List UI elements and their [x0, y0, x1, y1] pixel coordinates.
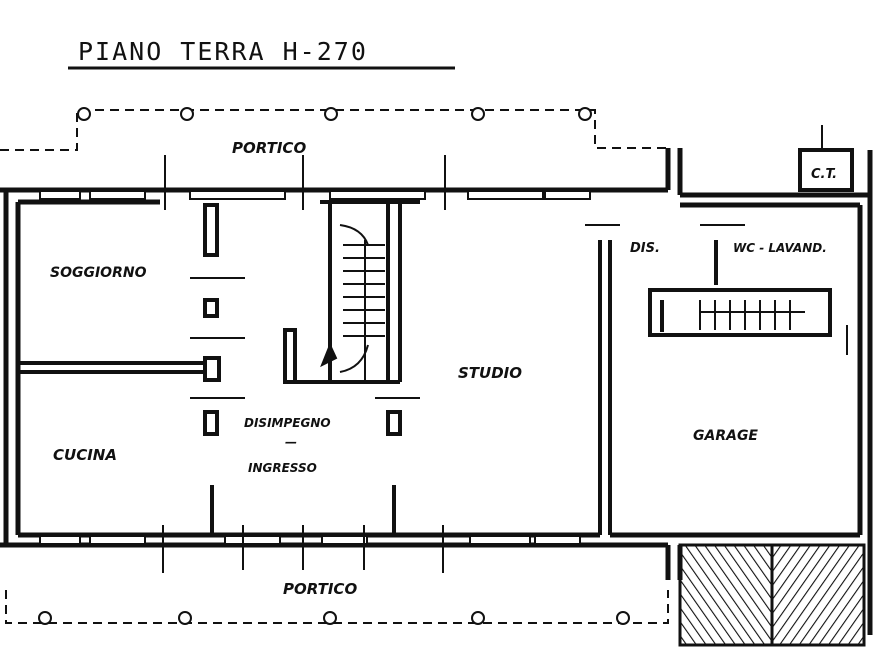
label-disimpegno: DISIMPEGNO [244, 416, 331, 430]
bottom-portico-columns [38, 611, 630, 625]
staircase-main [320, 224, 385, 380]
label-garage: GARAGE [693, 428, 758, 444]
bottom-portico-ticks [162, 525, 444, 573]
label-cucina: CUCINA [53, 446, 117, 464]
top-windows [39, 190, 591, 200]
ct-room [798, 148, 854, 192]
bottom-portico-outline [5, 590, 669, 624]
label-wc-lavand: WC - LAVAND. [733, 241, 827, 255]
label-studio: STUDIO [458, 364, 522, 382]
label-portico-top: PORTICO [232, 139, 306, 157]
interior-walls [18, 200, 832, 535]
plan-title: PIANO TERRA H-270 [78, 37, 368, 66]
garage-ramp-left [678, 543, 774, 647]
staircase-garage [699, 300, 848, 355]
top-portico-columns [77, 107, 592, 121]
garage-ramp-right [770, 543, 866, 647]
label-ct: C.T. [811, 167, 837, 182]
label-soggiorno: SOGGIORNO [50, 265, 147, 281]
label-dash: — [285, 435, 297, 449]
top-portico-ticks [164, 125, 823, 210]
label-portico-bottom: PORTICO [283, 580, 357, 598]
bottom-windows [39, 535, 581, 545]
label-ingresso: INGRESSO [248, 461, 317, 475]
label-dis: DIS. [630, 241, 660, 256]
